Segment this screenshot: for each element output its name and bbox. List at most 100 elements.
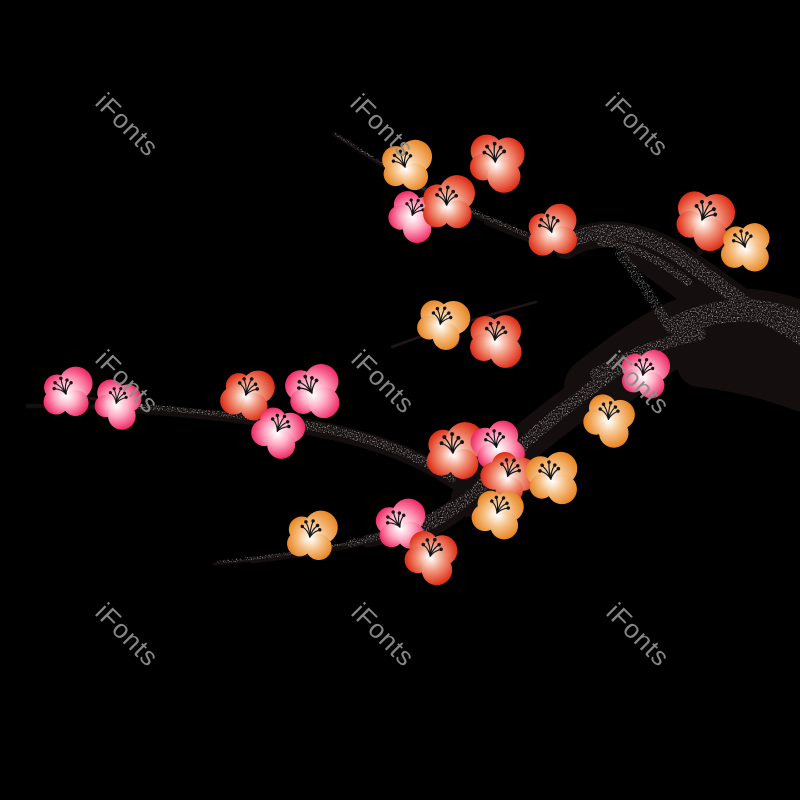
stamen-filament — [404, 156, 411, 168]
stamen-filament — [540, 225, 553, 233]
stamen-cluster — [634, 358, 655, 376]
blossom-orange — [583, 394, 635, 448]
stamen-anther — [644, 358, 649, 362]
branch-speckle-segment — [590, 328, 706, 380]
stamen-filament — [54, 388, 67, 395]
blossom-red — [404, 530, 458, 586]
stamen-filament — [309, 529, 320, 538]
stamen-filament — [494, 332, 506, 341]
stamen-anther — [538, 223, 542, 228]
stamen-anther — [484, 326, 489, 331]
stamen-filament — [494, 151, 504, 163]
petal — [401, 163, 429, 191]
stamen-anther — [286, 420, 290, 424]
blossom-orange — [525, 451, 578, 505]
petal — [549, 226, 578, 254]
stamen-anther — [253, 382, 258, 386]
stamen-anther — [540, 463, 544, 468]
blossom-red — [469, 134, 525, 193]
petal — [108, 402, 136, 430]
blossom-orange — [417, 300, 471, 350]
stamen-anther — [608, 401, 613, 405]
petal — [383, 162, 408, 187]
stamen-cluster — [435, 185, 459, 206]
stamen-anther — [505, 501, 509, 506]
stamen-filament — [245, 388, 257, 396]
stamen-anther — [416, 198, 420, 203]
blossom-pink — [43, 366, 93, 417]
blossom-orange — [471, 490, 524, 540]
stamen-anther — [439, 547, 443, 552]
stamen-filament — [423, 544, 431, 557]
stamen-anther — [122, 391, 127, 395]
stamen-cluster — [484, 429, 506, 448]
branch-speckle-segment — [596, 238, 692, 286]
petal — [443, 200, 472, 229]
stamen-filament — [299, 387, 313, 394]
stamen-anther — [598, 407, 602, 411]
stamen-anther — [498, 145, 503, 150]
stamen-filament — [115, 397, 126, 404]
blossom-pink — [621, 349, 671, 399]
stamen-anther — [448, 315, 453, 320]
stamen-anther — [386, 515, 390, 519]
stamen-anther — [405, 202, 409, 206]
stamen-anther — [450, 432, 455, 436]
stamen-filament — [437, 194, 448, 206]
stamen-anther — [713, 212, 718, 217]
stamen-filament — [734, 240, 746, 248]
stamen-cluster — [731, 229, 753, 248]
stamen-filament — [607, 411, 618, 420]
petal — [448, 449, 479, 479]
petal — [240, 393, 268, 421]
stamen-anther — [119, 387, 123, 391]
stamen-filament — [486, 439, 498, 448]
stamen-anther — [69, 381, 73, 385]
blossom-orange — [720, 223, 770, 272]
stamen-anther — [431, 311, 436, 315]
stamen-anther — [733, 233, 737, 237]
stamen-cluster — [538, 460, 561, 480]
blossom-red — [220, 370, 275, 421]
blossom-pink — [251, 407, 306, 459]
stamen-cluster — [484, 320, 508, 341]
stamen-anther — [438, 187, 443, 192]
stamen-anther — [249, 377, 254, 381]
stamen-anther — [485, 144, 489, 149]
stamen-cluster — [431, 306, 453, 325]
stamen-anther — [315, 523, 320, 528]
stamen-anther — [538, 469, 542, 473]
stamen-cluster — [500, 458, 521, 477]
stamen-anther — [435, 306, 440, 311]
stamen-anther — [445, 185, 450, 190]
blossom-pink — [375, 498, 426, 549]
stamen-anther — [124, 395, 128, 400]
stamen-anther — [391, 159, 396, 163]
stamen-anther — [616, 409, 620, 413]
stamen-filament — [540, 470, 552, 480]
stamen-anther — [555, 218, 560, 223]
stamen-anther — [451, 189, 456, 194]
blossom-red — [676, 191, 736, 252]
petal — [432, 323, 460, 350]
stamen-filament — [439, 317, 451, 325]
stamen-anther — [287, 424, 291, 429]
stamen-anther — [745, 231, 749, 235]
blossom-red — [423, 175, 476, 229]
stamen-anther — [515, 464, 520, 468]
stamen-anther — [270, 417, 275, 421]
stamen-anther — [65, 378, 69, 382]
stamen-filament — [441, 443, 454, 454]
stamen-filament — [433, 313, 441, 325]
petal — [267, 430, 296, 459]
stamen-anther — [551, 215, 556, 220]
blossom-layer — [43, 134, 770, 586]
petal — [426, 446, 456, 476]
stamen-anther — [454, 193, 459, 198]
stamen-anther — [708, 200, 713, 205]
petal — [638, 372, 665, 399]
petal — [599, 418, 629, 448]
stamen-anther — [297, 386, 301, 390]
blossom-orange — [287, 510, 338, 561]
stamen-anther — [731, 239, 736, 243]
